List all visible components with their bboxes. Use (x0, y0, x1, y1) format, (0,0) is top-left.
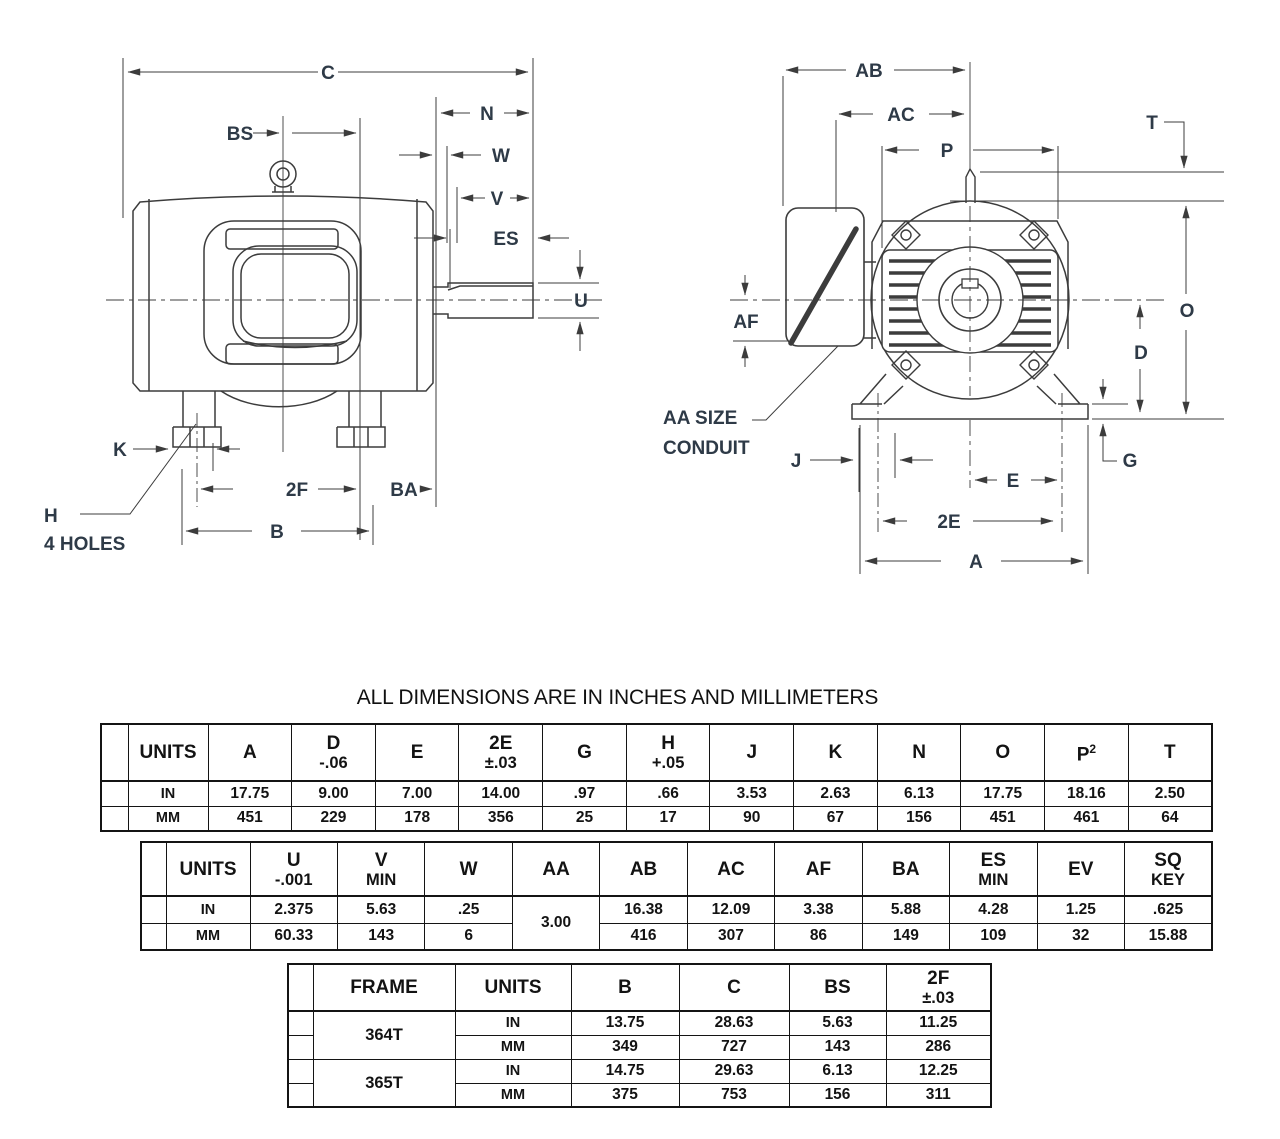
side-view-dimension-arrows (127, 68, 584, 535)
dim-label-ab: AB (855, 61, 882, 82)
col-header-units: UNITS (165, 841, 251, 897)
col-header-units: UNITS (127, 723, 209, 782)
dim-label-j: J (791, 451, 802, 472)
table-corner-cell (140, 841, 167, 897)
end-view-center-lines (730, 62, 1168, 536)
dim-label-d: D (1134, 343, 1148, 364)
dim-label-u: U (574, 291, 588, 312)
table-corner-cell (287, 963, 314, 1012)
corner-lugs (891, 220, 1049, 380)
end-view-drawing: AB AC P T AF O D G J E 2E A AA SIZE COND… (663, 61, 1224, 574)
dim-label-k: K (113, 440, 127, 461)
dimension-table-frames: FRAME UNITS B C BS 2F±.03 364T IN 13.75 … (287, 963, 992, 1108)
dim-label-e: E (1007, 471, 1020, 492)
conduit-box-cover-line (788, 226, 859, 346)
dim-label-n: N (480, 104, 494, 125)
dim-label-h: H (44, 506, 58, 527)
frame-364t-cell: 364T (312, 1010, 456, 1060)
col-header-units: UNITS (454, 963, 572, 1012)
dim-label-4holes: 4 HOLES (44, 534, 125, 555)
mounting-feet (851, 373, 1089, 420)
table-row: IN 2.375 5.63 .25 3.00 16.38 12.09 3.38 … (140, 895, 1213, 951)
dim-label-w: W (492, 146, 510, 167)
dim-label-2e: 2E (937, 512, 960, 533)
table-row: IN 17.75 9.00 7.00 14.00 .97 .66 3.53 2.… (100, 780, 1213, 807)
table-corner-cell (100, 723, 129, 782)
table-row: MM 60.33 143 6 416 307 86 149 109 32 15.… (140, 922, 1213, 951)
side-view-body (132, 160, 534, 448)
col-header-frame: FRAME (312, 963, 456, 1012)
table-row: MM 451 229 178 356 25 17 90 67 156 451 4… (100, 805, 1213, 832)
merged-aa-cell: 3.00 (511, 895, 601, 951)
end-view-dimension-arrows (741, 66, 1190, 565)
dim-label-b: B (270, 522, 284, 543)
table-row: 365T IN 14.75 29.63 6.13 12.25 (287, 1058, 992, 1108)
frame-365t-cell: 365T (312, 1058, 456, 1108)
dim-label-t: T (1146, 113, 1158, 134)
lifting-lug (965, 167, 976, 203)
dim-label-bs: BS (227, 124, 253, 145)
dim-label-v: V (491, 189, 504, 210)
conduit-box (785, 207, 865, 347)
dim-label-o: O (1180, 301, 1195, 322)
end-view-body (785, 167, 1089, 420)
dim-label-ba: BA (390, 480, 418, 501)
dim-label-2f: 2F (286, 480, 308, 501)
dim-label-af: AF (733, 312, 758, 333)
dim-label-es: ES (493, 229, 518, 250)
end-view-extension-lines (733, 76, 1224, 574)
dim-label-ac: AC (887, 105, 915, 126)
motor-dimension-drawing: C BS N W V ES U K 2F BA B H 4 HOLES (44, 58, 1224, 574)
dim-label-g: G (1123, 451, 1138, 472)
side-view-drawing: C BS N W V ES U K 2F BA B H 4 HOLES (44, 58, 602, 555)
conduit-note-line2: CONDUIT (663, 438, 750, 459)
table-row: 364T IN 13.75 28.63 5.63 11.25 (287, 1010, 992, 1060)
dimensions-note: ALL DIMENSIONS ARE IN INCHES AND MILLIME… (356, 686, 879, 709)
dim-label-a: A (969, 552, 983, 573)
table-row: MM 375 753 156 311 (287, 1082, 992, 1108)
dim-label-c: C (321, 63, 335, 84)
table-row: MM 349 727 143 286 (287, 1034, 992, 1060)
side-view-extension-lines (80, 58, 599, 545)
dim-label-p: P (941, 141, 954, 162)
dimension-table-main: UNITS A D-.06 E 2E±.03 G H+.05 J K N O P… (100, 723, 1213, 832)
conduit-note-line1: AA SIZE (663, 408, 737, 429)
